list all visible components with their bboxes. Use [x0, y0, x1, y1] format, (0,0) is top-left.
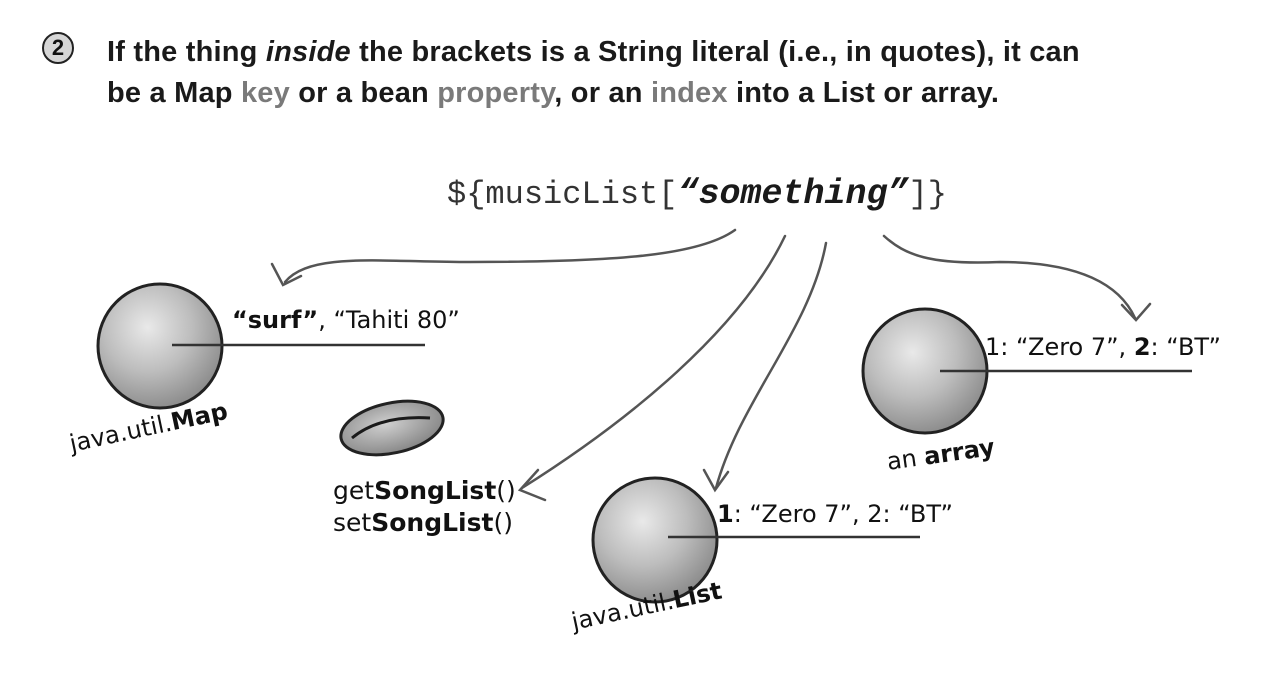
array-entries-b: : “BT”: [1150, 333, 1221, 361]
list-entries: 1: “Zero 7”, 2: “BT”: [717, 500, 953, 528]
array-caption-prefix: an: [885, 442, 927, 476]
arrow-to-bean-head: [517, 468, 547, 502]
getter-prefix: get: [333, 476, 375, 505]
expr-quoted-string: “something”: [677, 174, 909, 214]
setter-method: setSongList(): [333, 507, 516, 539]
heading-key-word: key: [240, 77, 290, 109]
list-ball-icon: [591, 476, 719, 604]
list-index: 1: [717, 500, 734, 528]
arrow-to-map-head: [270, 262, 303, 287]
bean-icon: [339, 399, 445, 457]
expr-prefix: ${musicList[: [447, 176, 678, 213]
map-entry-key: “surf”: [232, 306, 319, 334]
array-entries-a: 1: “Zero 7”,: [985, 333, 1134, 361]
array-entries: 1: “Zero 7”, 2: “BT”: [985, 333, 1221, 361]
array-index: 2: [1133, 333, 1151, 361]
setter-suffix: (): [493, 508, 513, 537]
arrow-to-list: [714, 241, 828, 490]
heading-part2: the brackets is a String literal (i.e., …: [107, 36, 1080, 109]
getter-name: SongList: [374, 476, 497, 505]
expr-suffix: ]}: [908, 176, 947, 213]
arrow-to-array: [882, 234, 1137, 320]
heading-part1: If the thing: [107, 36, 266, 68]
bean-highlight: [351, 416, 431, 440]
list-entries-rest: : “Zero 7”, 2: “BT”: [733, 500, 953, 528]
step-number-badge: 2: [42, 32, 74, 64]
heading-part5: into a List or array.: [727, 77, 1000, 109]
step-number: 2: [51, 35, 65, 60]
el-expression: ${musicList[“something”]}: [447, 174, 947, 214]
arrow-to-array-head: [1120, 302, 1152, 322]
getter-suffix: (): [496, 476, 516, 505]
heading-property-word: property: [437, 77, 555, 109]
map-entry: “surf”, “Tahiti 80”: [232, 306, 460, 334]
heading-part4: , or an: [554, 77, 651, 109]
arrow-to-bean: [520, 234, 787, 490]
setter-prefix: set: [333, 508, 372, 537]
heading: If the thing inside the brackets is a St…: [107, 32, 1107, 114]
map-entry-rest: , “Tahiti 80”: [318, 306, 460, 334]
getter-method: getSongList(): [333, 475, 516, 507]
heading-emphasis: inside: [265, 36, 351, 68]
bean-methods: getSongList() setSongList(): [333, 475, 516, 539]
setter-name: SongList: [371, 508, 494, 537]
arrow-to-map: [283, 228, 737, 284]
heading-part3: or a bean: [289, 77, 438, 109]
heading-index-word: index: [650, 77, 728, 109]
arrow-to-list-head: [702, 468, 730, 493]
